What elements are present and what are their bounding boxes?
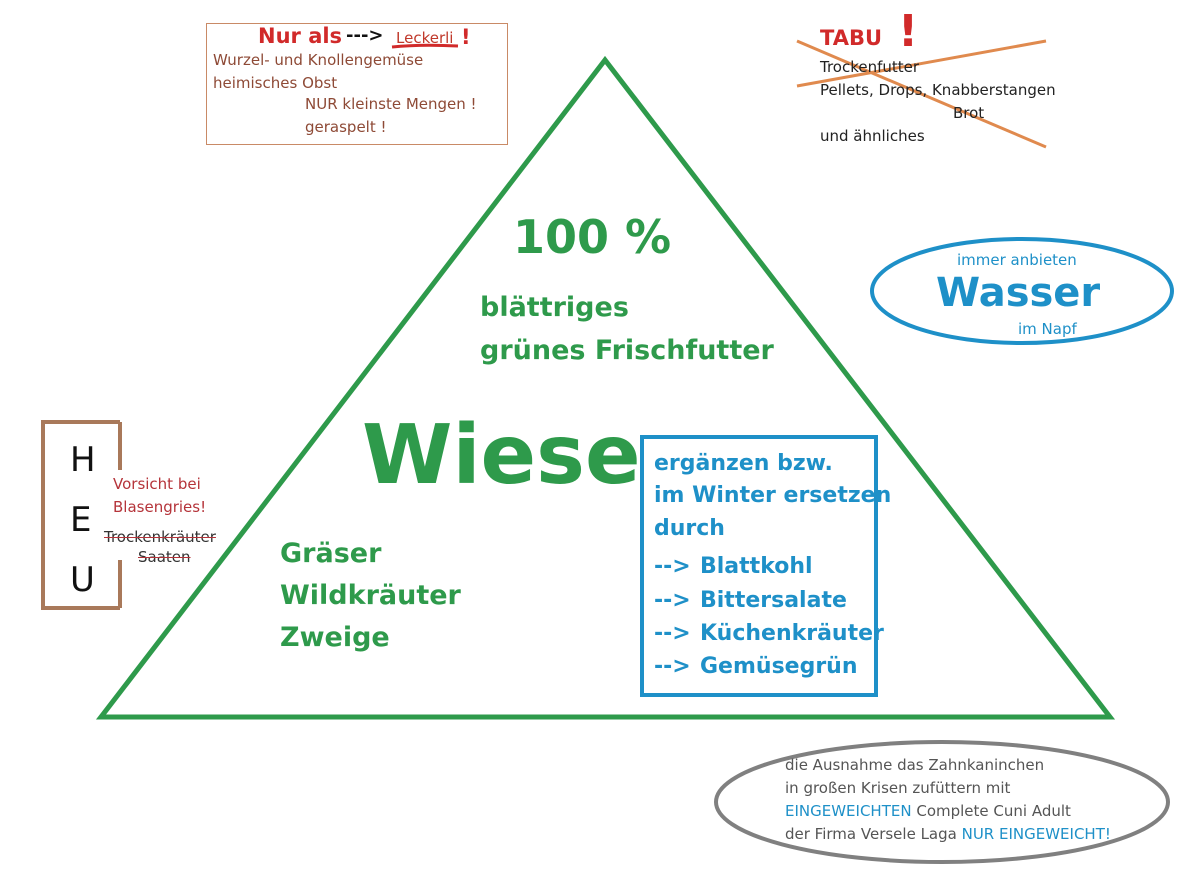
supplement-item-2: Bittersalate [700, 588, 847, 613]
supplement-arrow-3: --> [654, 621, 691, 646]
supplement-item-1: Blattkohl [700, 554, 813, 579]
wiese-item-3: Zweige [280, 622, 390, 653]
leckerli-label: Leckerli [396, 29, 454, 47]
pyramid-line-1: blättriges [480, 292, 629, 323]
note-line-2: in großen Krisen zufüttern mit [785, 779, 1011, 797]
leckerli-exclamation: ! [461, 25, 471, 49]
nur-als-label: Nur als [258, 24, 343, 48]
tabu-cross-line-2 [796, 39, 1047, 149]
heu-letter-e: E [70, 500, 92, 540]
note-line-1: die Ausnahme das Zahnkaninchen [785, 756, 1045, 774]
heu-warning-2: Blasengries! [113, 498, 207, 516]
wiese-item-1: Gräser [280, 538, 382, 569]
wiese-item-2: Wildkräuter [280, 580, 461, 611]
note-highlight-nur-eingeweicht: NUR EINGEWEICHT! [961, 825, 1111, 843]
tabu-item-1: Trockenfutter [820, 58, 920, 76]
wasser-top-label: immer anbieten [957, 251, 1077, 269]
leckerli-line-1: Wurzel- und Knollengemüse [213, 51, 424, 69]
supplement-box [640, 435, 878, 697]
tabu-item-2: Pellets, Drops, Knabberstangen [820, 81, 1056, 99]
heu-letter-h: H [70, 440, 96, 480]
supplement-arrow-1: --> [654, 554, 691, 579]
percent-label: 100 % [513, 210, 672, 264]
food-pyramid-triangle [95, 55, 1116, 720]
tabu-title: TABU [820, 26, 883, 50]
note-line-4: der Firma Versele Laga NUR EINGEWEICHT! [785, 825, 1111, 843]
leckerli-line-2: heimisches Obst [213, 74, 338, 92]
note-ellipse [714, 740, 1170, 864]
tabu-item-4: und ähnliches [820, 127, 925, 145]
leckerli-box [206, 23, 508, 145]
leckerli-underline [391, 43, 459, 49]
note-highlight-eingeweichten: EINGEWEICHTEN [785, 802, 912, 820]
tabu-exclamation: ! [898, 6, 919, 57]
leckerli-line-4: geraspelt ! [305, 118, 387, 136]
heu-struck-2: Saaten [138, 548, 191, 566]
supplement-line-2: im Winter ersetzen [654, 483, 892, 508]
wiese-title: Wiese [362, 408, 641, 503]
wasser-ellipse [870, 237, 1174, 345]
supplement-item-4: Gemüsegrün [700, 654, 858, 679]
supplement-line-1: ergänzen bzw. [654, 451, 833, 476]
wasser-bottom-label: im Napf [1018, 320, 1077, 338]
note-line-3-rest: Complete Cuni Adult [911, 802, 1071, 820]
supplement-item-3: Küchenkräuter [700, 621, 884, 646]
note-line-4-rest: der Firma Versele Laga [785, 825, 962, 843]
supplement-line-3: durch [654, 516, 725, 541]
wasser-label: Wasser [936, 270, 1101, 316]
arrow-label: ---> [346, 25, 384, 46]
supplement-arrow-2: --> [654, 588, 691, 613]
heu-struck-1: Trockenkräuter [104, 528, 216, 546]
supplement-arrow-4: --> [654, 654, 691, 679]
tabu-cross-line-1 [796, 39, 1047, 88]
pyramid-line-2: grünes Frischfutter [480, 335, 774, 366]
heu-bracket [41, 420, 120, 610]
heu-warning-1: Vorsicht bei [113, 475, 201, 493]
tabu-item-3: Brot [953, 104, 985, 122]
leckerli-line-3: NUR kleinste Mengen ! [305, 95, 477, 113]
note-line-3: EINGEWEICHTEN Complete Cuni Adult [785, 802, 1071, 820]
heu-letter-u: U [70, 560, 95, 600]
